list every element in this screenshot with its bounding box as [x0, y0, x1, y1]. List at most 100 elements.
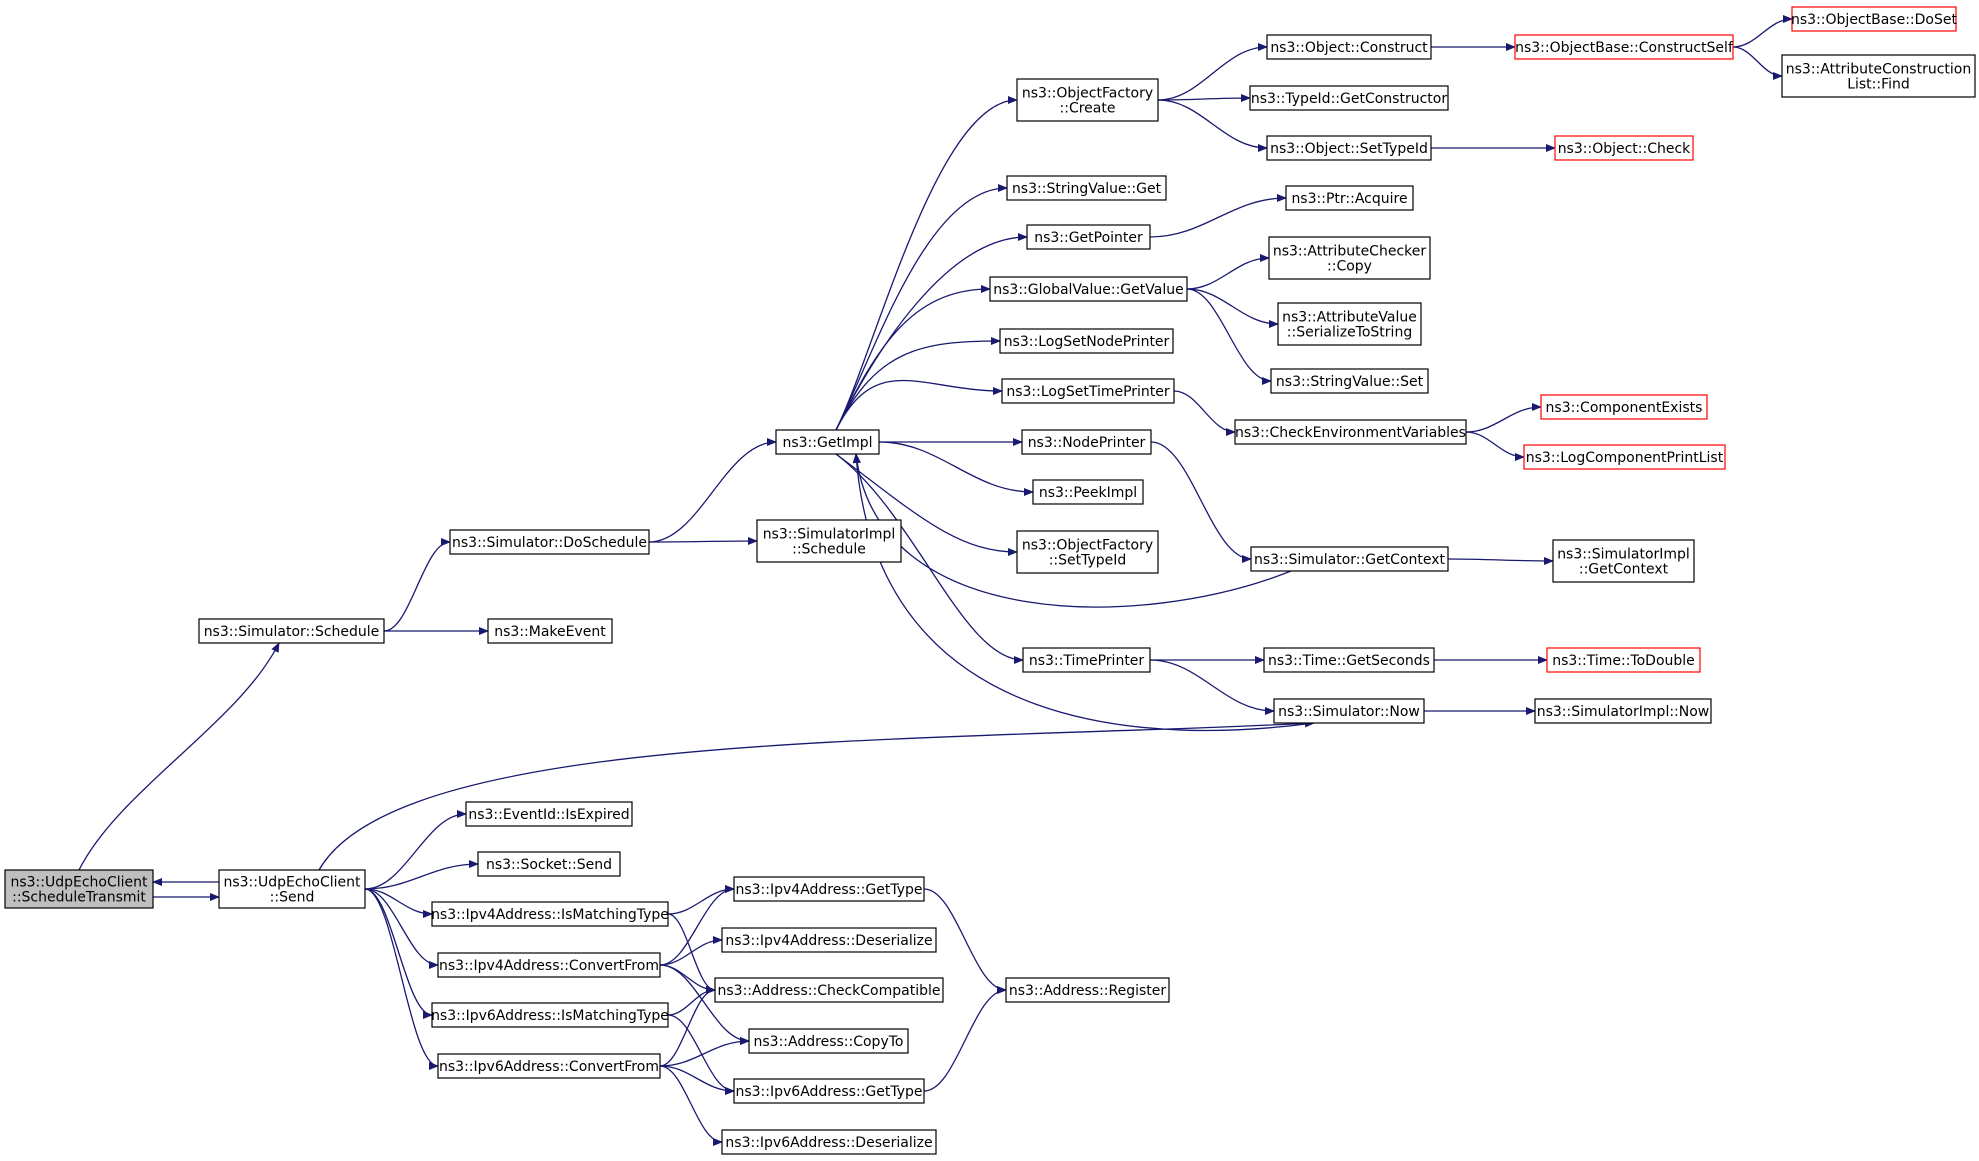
node-attrvalser[interactable]: ns3::AttributeValue::SerializeToString: [1277, 302, 1422, 346]
node-box: [733, 1078, 925, 1104]
node-simimplgetcontext[interactable]: ns3::SimulatorImpl::GetContext: [1552, 539, 1695, 583]
node-addrcheckcompat[interactable]: ns3::Address::CheckCompatible: [714, 977, 944, 1003]
node-ipv6ismatch[interactable]: ns3::Ipv6Address::IsMatchingType: [431, 1002, 669, 1028]
node-send[interactable]: ns3::UdpEchoClient::Send: [218, 869, 366, 909]
node-simimplsched[interactable]: ns3::SimulatorImpl::Schedule: [756, 519, 902, 563]
node-box: [449, 529, 650, 555]
node-makeevent[interactable]: ns3::MakeEvent: [487, 618, 613, 644]
node-lognodeprinter[interactable]: ns3::LogSetNodePrinter: [999, 328, 1174, 354]
node-label: ns3::Time::GetSeconds: [1268, 653, 1430, 669]
node-box: [1546, 647, 1701, 673]
node-box: [1026, 224, 1151, 250]
node-box: [721, 1129, 937, 1155]
node-sched[interactable]: ns3::Simulator::Schedule: [198, 618, 385, 644]
node-objfactsettype[interactable]: ns3::ObjectFactory::SetTypeId: [1016, 530, 1159, 574]
node-label: ns3::SimulatorImpl: [763, 527, 896, 543]
edge-ipv6convert-to-addrcheckcompat: [659, 986, 716, 1067]
node-timeprinter[interactable]: ns3::TimePrinter: [1022, 647, 1151, 673]
node-box: [1021, 429, 1152, 455]
node-box: [1273, 698, 1425, 724]
node-ipv6deser[interactable]: ns3::Ipv6Address::Deserialize: [721, 1129, 937, 1155]
edge-getimpl-to-strget: [835, 184, 1008, 431]
node-box: [733, 876, 925, 902]
node-ipv4deser[interactable]: ns3::Ipv4Address::Deserialize: [721, 927, 937, 953]
node-socketsend[interactable]: ns3::Socket::Send: [477, 851, 621, 877]
node-box: [1006, 175, 1167, 201]
node-strset[interactable]: ns3::StringValue::Set: [1270, 368, 1429, 394]
node-objfactcreate[interactable]: ns3::ObjectFactory::Create: [1016, 78, 1159, 122]
node-ipv4gettype[interactable]: ns3::Ipv4Address::GetType: [733, 876, 925, 902]
node-ipv6convert[interactable]: ns3::Ipv6Address::ConvertFrom: [437, 1053, 661, 1079]
node-label: ns3::GlobalValue::GetValue: [993, 282, 1183, 298]
node-box: [1234, 419, 1467, 445]
node-label: ns3::SimulatorImpl::Now: [1537, 704, 1710, 720]
node-simgetcontext[interactable]: ns3::Simulator::GetContext: [1250, 546, 1449, 572]
edge-dosched-to-simimplsched: [648, 537, 758, 546]
node-getimpl[interactable]: ns3::GetImpl: [775, 429, 880, 455]
node-box: [218, 869, 366, 909]
edge-objfactcreate-to-objsettypeid: [1157, 99, 1268, 152]
edge-ipv6ismatch-to-addrcheckcompat: [667, 986, 716, 1016]
node-label: ns3::NodePrinter: [1028, 435, 1146, 451]
node-eventidexpired[interactable]: ns3::EventId::IsExpired: [465, 801, 633, 827]
node-box: [431, 901, 669, 927]
node-label: ns3::AttributeValue: [1282, 310, 1417, 326]
node-label: ::Send: [270, 890, 315, 906]
node-label: ns3::Simulator::Schedule: [204, 624, 380, 640]
node-gvgetvalue[interactable]: ns3::GlobalValue::GetValue: [989, 276, 1188, 302]
node-ipv4ismatch[interactable]: ns3::Ipv4Address::IsMatchingType: [431, 901, 669, 927]
node-box: [1277, 302, 1422, 346]
edge-getpointer-to-ptracquire: [1149, 194, 1287, 238]
node-objbaseconstructself[interactable]: ns3::ObjectBase::ConstructSelf: [1514, 34, 1734, 60]
node-box: [1032, 479, 1144, 505]
edge-send-to-ipv4ismatch: [364, 888, 433, 918]
node-objsettypeid[interactable]: ns3::Object::SetTypeId: [1266, 135, 1432, 161]
node-checkenv[interactable]: ns3::CheckEnvironmentVariables: [1234, 419, 1467, 445]
node-strget[interactable]: ns3::StringValue::Get: [1006, 175, 1167, 201]
node-objconstruct[interactable]: ns3::Object::Construct: [1266, 34, 1432, 60]
node-getpointer[interactable]: ns3::GetPointer: [1026, 224, 1151, 250]
node-simimplnow[interactable]: ns3::SimulatorImpl::Now: [1534, 698, 1712, 724]
node-box: [1554, 135, 1694, 161]
node-logtimeprinter[interactable]: ns3::LogSetTimePrinter: [1001, 378, 1175, 404]
node-dosched[interactable]: ns3::Simulator::DoSchedule: [449, 529, 650, 555]
node-timegetsec[interactable]: ns3::Time::GetSeconds: [1263, 647, 1435, 673]
node-attrcheckercopy[interactable]: ns3::AttributeChecker::Copy: [1268, 236, 1431, 280]
node-box: [756, 519, 902, 563]
node-label: ns3::EventId::IsExpired: [468, 807, 629, 823]
node-label: ns3::Time::ToDouble: [1552, 653, 1695, 669]
node-label: ns3::LogSetTimePrinter: [1006, 384, 1170, 400]
node-box: [1016, 78, 1159, 122]
node-simnow[interactable]: ns3::Simulator::Now: [1273, 698, 1425, 724]
edge-getimpl-to-objfactcreate: [835, 96, 1018, 431]
node-box: [1022, 647, 1151, 673]
node-label: ::Schedule: [792, 542, 866, 558]
node-objcheck[interactable]: ns3::Object::Check: [1554, 135, 1694, 161]
edge-logtimeprinter-to-checkenv: [1173, 390, 1236, 436]
node-addrregister[interactable]: ns3::Address::Register: [1005, 977, 1170, 1003]
node-objbasedoset[interactable]: ns3::ObjectBase::DoSet: [1791, 6, 1957, 32]
node-box: [748, 1028, 909, 1054]
node-label: ns3::Object::SetTypeId: [1270, 141, 1428, 157]
edge-objbaseconstructself-to-attrconstrfind: [1732, 46, 1783, 80]
node-addrcopyto[interactable]: ns3::Address::CopyTo: [748, 1028, 909, 1054]
node-timetodouble[interactable]: ns3::Time::ToDouble: [1546, 647, 1701, 673]
edge-getimpl-to-objfactsettype: [835, 453, 1018, 556]
edge-gvgetvalue-to-strset: [1186, 288, 1272, 385]
node-ipv4convert[interactable]: ns3::Ipv4Address::ConvertFrom: [437, 952, 661, 978]
node-compexists[interactable]: ns3::ComponentExists: [1540, 394, 1708, 420]
node-nodeprinter[interactable]: ns3::NodePrinter: [1021, 429, 1152, 455]
node-box: [1266, 34, 1432, 60]
node-box: [1270, 368, 1429, 394]
node-logcompprint[interactable]: ns3::LogComponentPrintList: [1523, 444, 1726, 470]
node-root[interactable]: ns3::UdpEchoClient::ScheduleTransmit: [4, 869, 154, 909]
edge-objfactcreate-to-typeidgetctor: [1157, 94, 1251, 103]
edge-getimpl-to-peekimpl: [878, 441, 1034, 496]
node-ptracquire[interactable]: ns3::Ptr::Acquire: [1285, 185, 1414, 211]
node-typeidgetctor[interactable]: ns3::TypeId::GetConstructor: [1249, 85, 1449, 111]
node-ipv6gettype[interactable]: ns3::Ipv6Address::GetType: [733, 1078, 925, 1104]
node-peekimpl[interactable]: ns3::PeekImpl: [1032, 479, 1144, 505]
node-box: [1540, 394, 1708, 420]
node-label: ns3::MakeEvent: [494, 624, 606, 640]
